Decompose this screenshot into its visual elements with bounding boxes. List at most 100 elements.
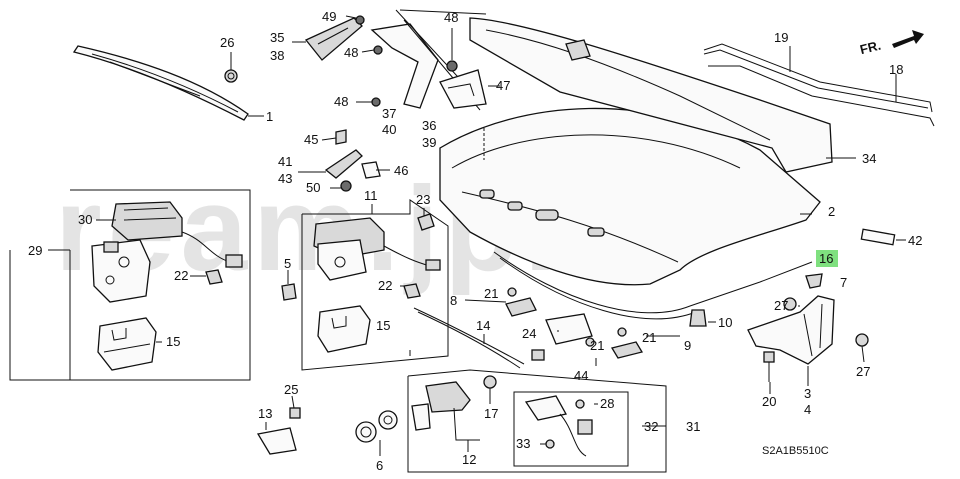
callout-48-top: 48 [444,10,458,25]
part-trunk-lid [439,107,821,286]
callout-38: 38 [270,48,284,63]
callout-34: 34 [862,151,876,166]
part-5-clip [281,283,297,301]
callout-32: 32 [644,419,658,434]
part-spoiler [469,17,833,173]
part-9 [610,341,644,359]
callout-14: 14 [476,318,490,333]
callouts: 1 2 3 4 5 6 7 8 9 10 11 12 13 14 15 15 1… [28,9,922,473]
callout-45: 45 [304,132,318,147]
part-hinge-bracket-right [747,295,835,365]
callout-19: 19 [774,30,788,45]
callout-22-left: 22 [174,268,188,283]
part-30-actuator [111,201,243,268]
callout-28: 28 [600,396,614,411]
callout-21-c: 21 [642,330,656,345]
callout-15-middle: 15 [376,318,390,333]
callout-10: 10 [718,315,732,330]
callout-1: 1 [266,109,273,124]
part-13-bracket [256,427,297,455]
callout-41: 41 [278,154,292,169]
highlight-16 [816,250,838,267]
callout-20: 20 [762,394,776,409]
part-23-screw [417,213,435,231]
callout-44: 44 [574,368,588,383]
callout-18: 18 [889,62,903,77]
callout-42: 42 [908,233,922,248]
part-21-c [585,337,595,347]
callout-2: 2 [828,204,835,219]
callout-9: 9 [684,338,691,353]
callout-4: 4 [804,402,811,417]
callout-40: 40 [382,122,396,137]
part-27-nut-a [783,297,797,311]
callout-22-middle: 22 [378,278,392,293]
callout-12: 12 [462,452,476,467]
part-48-nut-top [446,60,458,72]
callout-43: 43 [278,171,292,186]
part-10-bumper [689,309,707,327]
callout-11: 11 [364,188,378,203]
callout-27-a: 27 [774,298,788,313]
group-box-11 [301,199,449,371]
part-support-rods [703,43,935,127]
part-32-sensor [524,395,593,457]
callout-16: 16 [819,251,833,266]
part-48-nut-mid [373,45,383,55]
callout-21-a: 21 [484,286,498,301]
callout-8: 8 [450,293,457,308]
part-6-seal-b [378,410,398,430]
callout-30: 30 [78,212,92,227]
part-16-weatherstrip [493,251,813,320]
part-50-nut [340,180,352,192]
callout-13: 13 [258,406,272,421]
leader-lines [62,41,906,456]
part-44-handle [545,313,593,345]
part-17-clip [483,375,497,389]
callout-21-b: 21 [590,338,604,353]
group-box-31 [407,369,667,473]
callout-33: 33 [516,436,530,451]
part-48-nut-low [371,97,381,107]
part-49-bolt [355,15,365,25]
callout-29: 29 [28,243,42,258]
callout-3: 3 [804,386,811,401]
callout-31: 31 [686,419,700,434]
direction-arrow: FR. [858,30,924,57]
part-14-rod [413,307,525,365]
callout-24: 24 [522,326,536,341]
callout-17: 17 [484,406,498,421]
callout-37: 37 [382,106,396,121]
callout-36: 36 [422,118,436,133]
part-42 [860,228,896,246]
callout-7: 7 [840,275,847,290]
part-25-screw [289,407,301,419]
part-41-striker [324,149,363,179]
part-6-seal-a [355,421,377,443]
callout-46: 46 [394,163,408,178]
callout-48-low: 48 [334,94,348,109]
part-8 [505,297,537,317]
part-21-a [507,287,517,297]
callout-47: 47 [496,78,510,93]
callout-50: 50 [306,180,320,195]
callout-15-left: 15 [166,334,180,349]
part-45-screw [335,129,347,145]
part-7-clip [805,273,823,289]
part-46-bumper [361,161,381,179]
part-21-b [617,327,627,337]
callout-49: 49 [322,9,336,24]
callout-6: 6 [376,458,383,473]
callout-26: 26 [220,35,234,50]
part-high-mount-light [72,45,249,121]
part-26-grommet [224,52,238,83]
callout-25: 25 [284,382,298,397]
part-22-clip-left [205,269,223,285]
part-27-nut-b [855,333,869,347]
diagram-code: S2A1B5510C [762,445,829,457]
callout-23: 23 [416,192,430,207]
callout-27-b: 27 [856,364,870,379]
callout-35: 35 [270,30,284,45]
part-latch-middle [313,217,441,281]
